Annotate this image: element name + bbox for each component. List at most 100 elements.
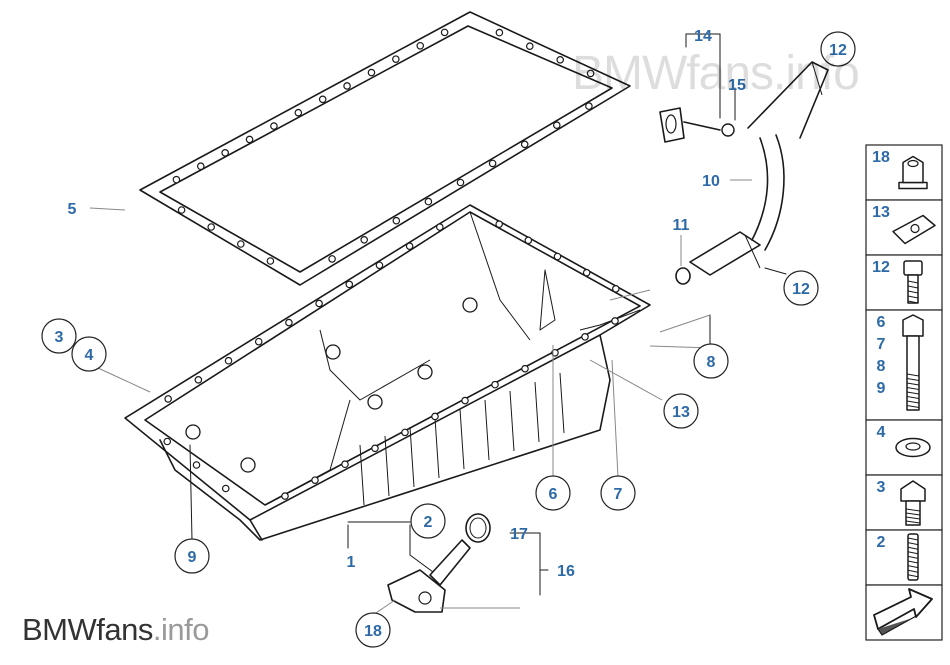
leader-line: [609, 289, 651, 301]
callout-circle: [410, 503, 446, 539]
callout-text: 6: [549, 486, 558, 503]
bolt-hole: [207, 223, 216, 231]
side-panel-cell-5: 3: [865, 474, 943, 531]
gasket-drawing: [139, 11, 631, 286]
panel-cell-label: 13: [872, 204, 890, 221]
bolt-hole: [163, 437, 172, 446]
bolt-hole: [456, 178, 465, 187]
bolt-hole: [281, 492, 289, 500]
bolt-hole: [581, 333, 589, 341]
bolt-hole: [611, 317, 619, 325]
callout-text: 9: [188, 549, 197, 566]
pan-fin: [384, 435, 390, 497]
pan-inner-wall: [469, 211, 531, 341]
washer-hole: [905, 442, 921, 451]
panel-cell-border: [865, 309, 943, 421]
bolt-hole: [177, 206, 186, 214]
panel-cell-label: 7: [877, 336, 886, 353]
dipstick-handle-hole: [665, 114, 677, 134]
bolt-thread: [907, 280, 919, 284]
pan-fin: [409, 426, 415, 488]
pan-boss: [185, 424, 201, 440]
panel-cell-label: 12: [872, 259, 890, 276]
callout-text: 17: [510, 526, 528, 543]
bolt-hole: [224, 356, 233, 365]
bolt-hole: [416, 41, 425, 50]
arrow-shape: [873, 588, 933, 630]
brand-suffix: .info: [152, 612, 210, 647]
bolt-hole: [552, 121, 561, 130]
bolt-hole: [328, 255, 336, 263]
panel-cell-border: [865, 474, 943, 531]
callout-18: 18: [355, 612, 391, 648]
panel-cell-label: 2: [877, 534, 886, 551]
bolt-hole: [164, 395, 172, 403]
guide-tube-bracket: [747, 61, 829, 139]
bolt-thread: [907, 290, 919, 294]
side-panel-cell-6: 2: [865, 529, 943, 586]
side-panel-cell-7: [865, 584, 943, 641]
stud-thread: [907, 546, 919, 550]
callout-text: 10: [702, 173, 720, 190]
nut-flange: [898, 181, 928, 190]
leader-line: [659, 314, 711, 333]
pan-flange-inner: [144, 211, 641, 506]
leader-line: [189, 444, 193, 541]
callout-text: 12: [829, 42, 847, 59]
pan-boss: [240, 457, 256, 473]
bolt-hole: [582, 268, 591, 277]
bolt-hole: [371, 444, 379, 453]
stud-thread: [907, 560, 919, 564]
bolt-thread: [906, 405, 920, 408]
gasket-outline: [139, 11, 631, 286]
side-panel-cell-4: 4: [865, 419, 943, 476]
callout-circle: [71, 336, 107, 372]
pickup-bolt: [418, 591, 432, 605]
leader-line: [97, 367, 151, 393]
bolt-shank: [907, 274, 919, 304]
callout-8: 8: [693, 343, 729, 379]
guide-tube-tab: [744, 234, 761, 269]
clip-nut-icon: [892, 214, 936, 245]
bolt-thread: [905, 508, 921, 512]
bolt-hole: [495, 28, 504, 37]
pickup-tube: [429, 539, 471, 586]
guide-tube-lower: [689, 231, 761, 276]
callout-14: 14: [694, 28, 712, 45]
bolt-shank: [906, 335, 920, 411]
guide-tube-upper-edge: [764, 134, 785, 251]
panel-cell-label: 18: [872, 149, 890, 166]
callout-circle: [693, 343, 729, 379]
leader-line: [509, 532, 541, 596]
bolt-thread: [906, 382, 920, 386]
callout-text: 12: [792, 281, 810, 298]
stud-thread: [907, 537, 919, 541]
bolt-thread: [907, 300, 919, 304]
side-panel-cell-0: 18: [865, 144, 943, 201]
bolt-hole: [194, 376, 203, 384]
callout-text: 15: [728, 77, 746, 94]
oil-pan-drawing: [124, 204, 651, 541]
callout-6: 6: [535, 475, 571, 511]
stud-thread: [907, 565, 919, 569]
bolt-hole: [405, 242, 414, 250]
bolt-hole: [254, 337, 263, 346]
pan-fin: [484, 399, 490, 461]
bolt-hole: [270, 122, 278, 130]
callout-11: 11: [673, 217, 690, 234]
bolt-hole: [553, 252, 562, 261]
bolt-hole: [424, 197, 433, 206]
pickup-drawing: [387, 513, 491, 613]
bolt-head: [900, 480, 926, 502]
bolt-hole: [192, 461, 201, 469]
bolt-hole: [495, 220, 503, 228]
footer-brand-logo[interactable]: BMWfans.info: [22, 612, 209, 648]
washer-icon: [895, 437, 931, 458]
callout-9: 9: [174, 538, 210, 574]
callout-text: 8: [707, 354, 716, 371]
bolt-hole: [491, 380, 499, 389]
bolt-hole: [431, 412, 439, 421]
bolt-thread: [906, 387, 920, 390]
callout-text: 16: [557, 563, 575, 580]
